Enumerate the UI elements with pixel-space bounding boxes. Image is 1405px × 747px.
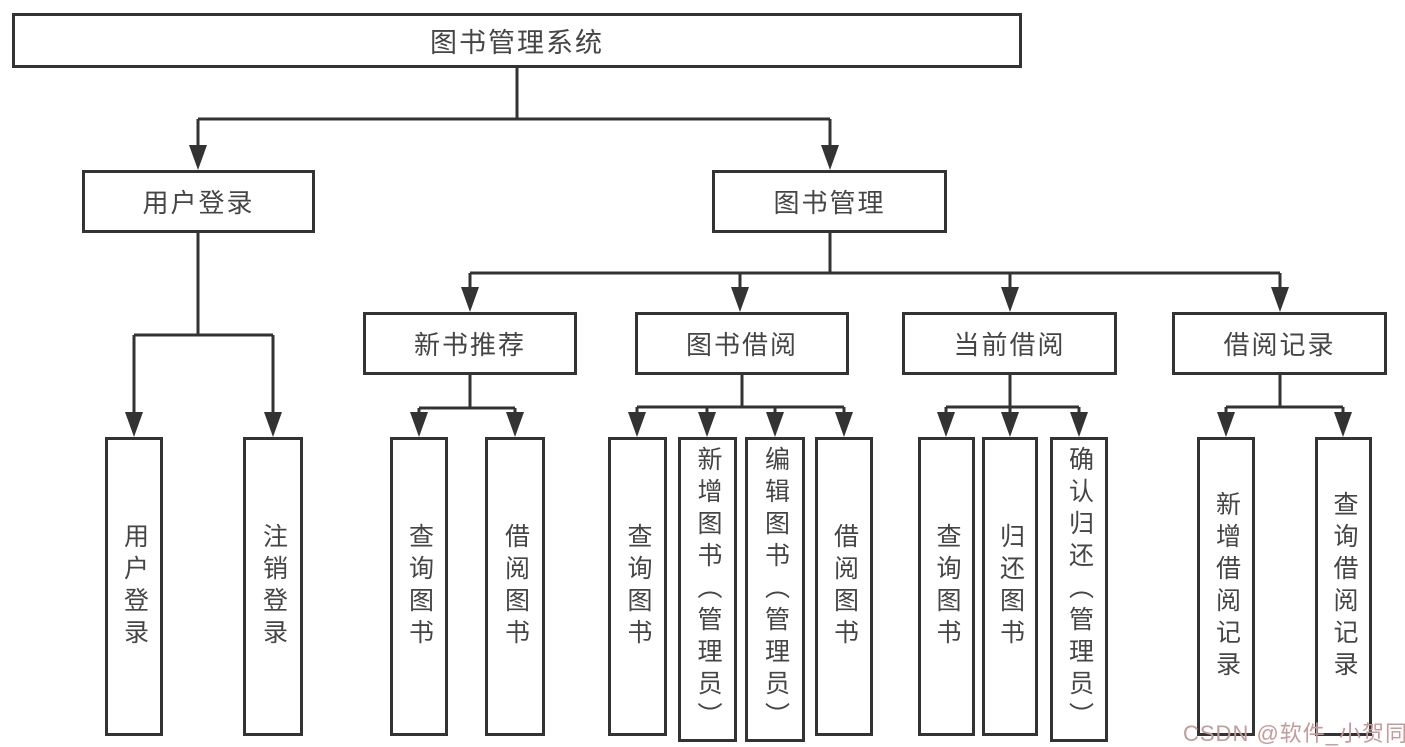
leaf-query-book-borrow: 查询图书 bbox=[608, 437, 667, 736]
csdn-watermark: CSDN @软件_小贺同学 bbox=[1183, 721, 1405, 746]
node-book-borrow: 图书借阅 bbox=[635, 312, 849, 375]
leaf-add-borrow-record: 新增借阅记录 bbox=[1197, 437, 1255, 736]
leaf-borrow-book-recommend: 借阅图书 bbox=[485, 437, 545, 736]
leaf-add-book-admin: 新增图书（管理员） bbox=[678, 437, 737, 742]
leaf-edit-book-admin: 编辑图书（管理员） bbox=[745, 437, 805, 742]
node-new-book-recommend: 新书推荐 bbox=[363, 312, 577, 375]
node-current-borrow: 当前借阅 bbox=[902, 312, 1117, 375]
leaf-query-book-recommend: 查询图书 bbox=[390, 437, 448, 736]
leaf-query-borrow-record: 查询借阅记录 bbox=[1315, 437, 1372, 736]
leaf-borrow-book: 借阅图书 bbox=[815, 437, 873, 736]
leaf-confirm-return-admin: 确认归还（管理员） bbox=[1050, 437, 1108, 742]
leaf-user-login: 用户登录 bbox=[105, 437, 163, 736]
leaf-return-book: 归还图书 bbox=[982, 437, 1038, 736]
node-user-login: 用户登录 bbox=[82, 170, 315, 233]
leaf-logout: 注销登录 bbox=[243, 437, 303, 736]
node-root-system: 图书管理系统 bbox=[12, 13, 1022, 68]
node-book-management: 图书管理 bbox=[712, 170, 947, 233]
node-borrow-record: 借阅记录 bbox=[1172, 312, 1387, 375]
leaf-query-book-current: 查询图书 bbox=[918, 437, 975, 736]
